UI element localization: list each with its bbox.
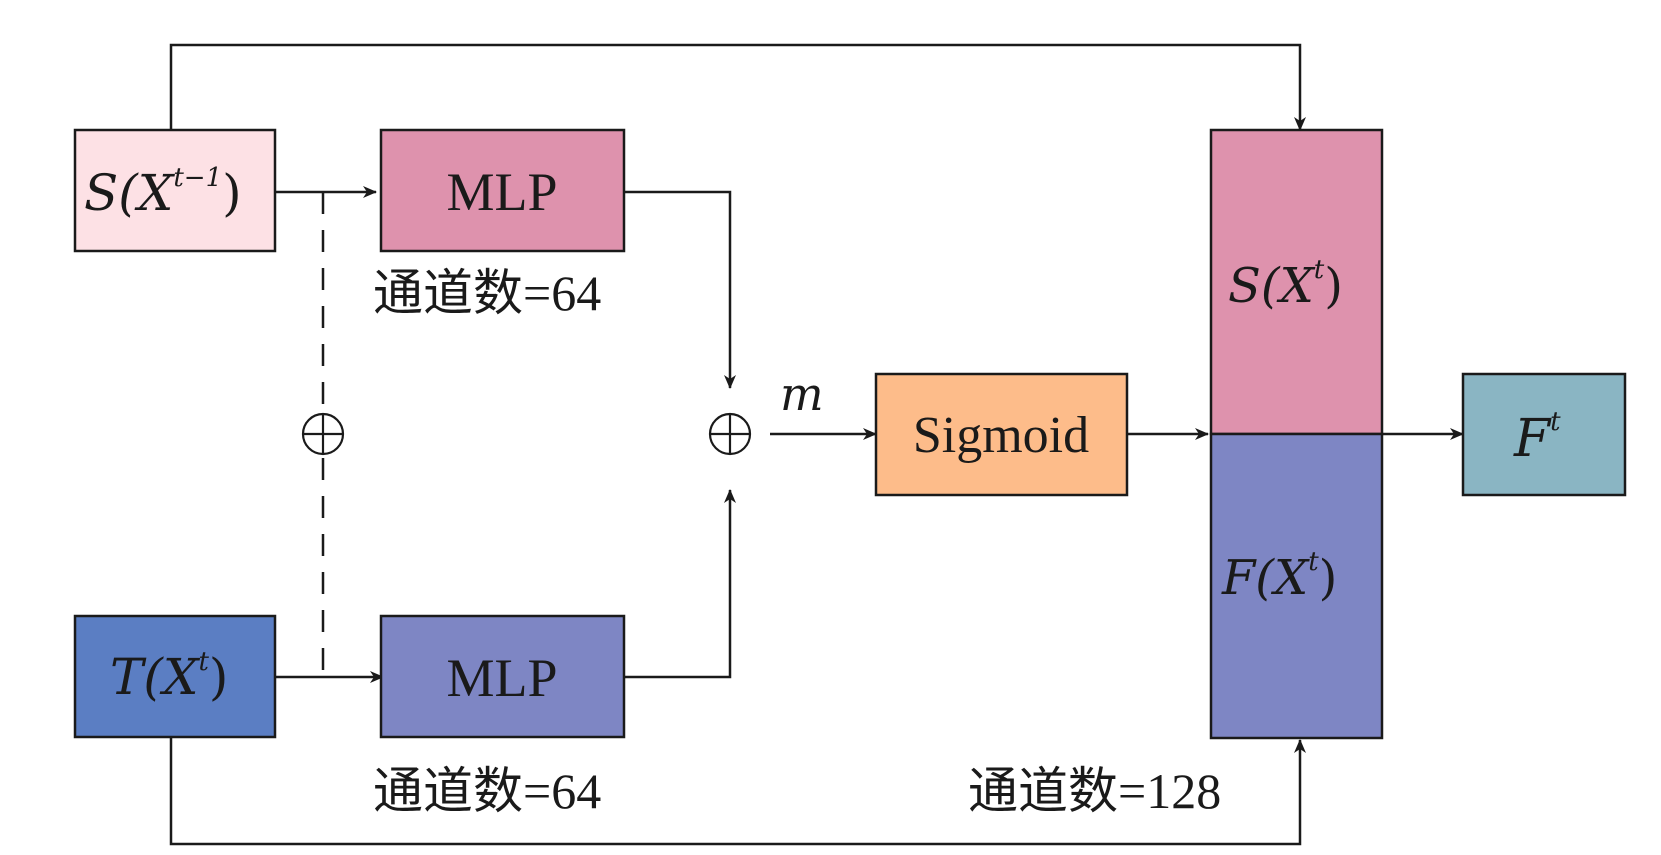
t-curr-box: [73, 614, 277, 739]
mlp-top-channels: 通道数=64: [373, 265, 601, 321]
add-center-icon: [708, 412, 752, 456]
add-left-icon: [301, 412, 345, 456]
node-sigmoid: Sigmoid: [874, 372, 1129, 497]
s-prev-box: [73, 128, 277, 253]
node-mlp-top: MLP 通道数=64: [373, 128, 626, 321]
mlp-top-label: MLP: [446, 162, 557, 222]
node-mlp-bottom: MLP 通道数=64: [373, 614, 626, 819]
concat-bottom-box: [1209, 432, 1384, 740]
node-t-curr: T(Xt): [73, 614, 277, 739]
concat-top-box: [1209, 128, 1384, 436]
concat-bottom-label: F(Xt): [1221, 547, 1337, 606]
arrow-mlp-bottom-to-add: [624, 489, 736, 679]
m-label: m: [780, 367, 824, 421]
skip-connection-top: [169, 43, 1306, 131]
output-label: Ft: [1513, 407, 1561, 469]
mlp-bottom-channels: 通道数=64: [373, 763, 601, 819]
mlp-bottom-box: [379, 614, 626, 739]
sigmoid-label: Sigmoid: [913, 407, 1089, 464]
node-output: Ft: [1461, 372, 1627, 497]
skip-connection-bottom: [169, 738, 1306, 846]
mlp-bottom-label: MLP: [446, 648, 557, 708]
s-prev-label: S(Xt−1): [84, 163, 242, 222]
output-box: [1461, 372, 1627, 497]
node-concat: S(Xt) F(Xt) 通道数=128: [968, 128, 1384, 819]
arrow-mlp-top-to-add: [624, 190, 736, 389]
concat-channels: 通道数=128: [968, 763, 1221, 819]
sigmoid-box: [874, 372, 1129, 497]
t-curr-label: T(Xt): [110, 647, 228, 706]
node-s-prev: S(Xt−1): [73, 128, 277, 253]
mlp-top-box: [379, 128, 626, 253]
concat-top-label: S(Xt): [1228, 255, 1343, 314]
